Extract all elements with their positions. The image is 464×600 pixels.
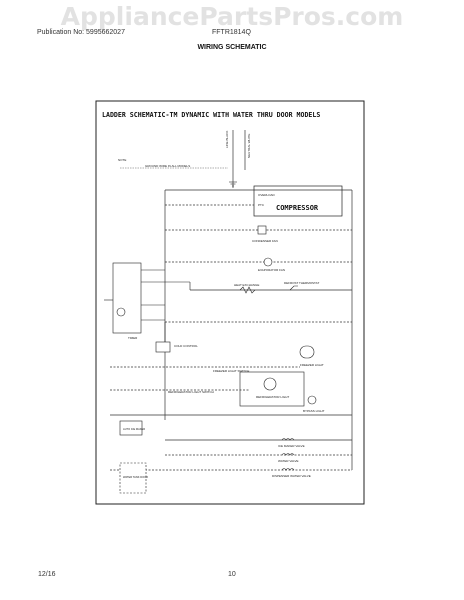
schematic-frame	[95, 100, 365, 505]
valve-coils	[281, 438, 295, 471]
model-number: FFTR1814Q	[212, 29, 251, 36]
evaporator-fan-symbol	[263, 257, 273, 267]
condenser-fan-label: CONDENSER FAN	[252, 239, 278, 243]
publication-number: Publication No: 5995662027	[37, 29, 125, 36]
ground-note-label: GROUND WIRE IN ALL MODELS	[145, 164, 190, 168]
watermark: AppliancePartsPros.com	[60, 2, 404, 31]
line-black-label: LINE BLACK	[225, 131, 229, 148]
auto-ice-maker-label: AUTO ICE MAKER	[123, 427, 145, 431]
auto-ice-maker-symbol	[119, 420, 143, 436]
timer-label: TIMER	[128, 336, 138, 340]
ladder-rungs	[110, 204, 352, 471]
water-tank-door-symbol	[119, 462, 147, 494]
freezer-light-symbol	[299, 345, 315, 359]
bypass-light-symbol	[307, 395, 317, 405]
defrost-thermostat-symbol	[289, 285, 298, 291]
water-tank-door-label: WATER TANK DOOR	[123, 475, 148, 479]
refrigerator-light-label: REFRIGERATOR LIGHT	[256, 395, 289, 399]
timer-motor-symbol	[116, 307, 126, 317]
bypass-light-label: BYPASS LIGHT	[303, 409, 325, 413]
neutral-white-label: NEUTRAL WHITE	[247, 134, 251, 158]
ground-symbol	[229, 181, 237, 187]
evaporator-fan-label: EVAPORATOR FAN	[258, 268, 285, 272]
freezer-light-label: FREEZER LIGHT	[300, 363, 324, 367]
compressor-box	[253, 185, 343, 217]
freezer-light-switch-label: FREEZER LIGHT SWITCH	[213, 369, 249, 373]
compressor-label: COMPRESSOR	[276, 204, 319, 212]
cold-control-label: COLD CONTROL	[174, 344, 198, 348]
timer-block	[104, 262, 191, 334]
dispenser-water-valve-label: DISPENSER WATER VALVE	[272, 474, 311, 478]
ptc-label: PTC	[258, 203, 265, 207]
defrost-heater-symbol	[239, 286, 256, 294]
note-label: NOTE	[118, 158, 126, 162]
condenser-fan-symbol	[257, 225, 267, 235]
refrigerator-light-switch-label: REFRIGERATOR LIGHT SWITCH	[168, 390, 214, 394]
refrigerator-light-symbol	[263, 377, 277, 391]
defrost-thermostat-label: DEFROST THERMOSTAT	[284, 281, 319, 285]
refrigerator-light-box	[239, 371, 305, 407]
water-valve-label: WATER VALVE	[278, 459, 299, 463]
power-lines	[164, 130, 353, 470]
overload-label: OVERLOAD	[258, 193, 276, 197]
ice-maker-valve-label: ICE MAKER VALVE	[278, 444, 305, 448]
heat-exchange-label: HEAT EXCHANGE	[234, 283, 259, 287]
footer-page-number: 10	[228, 571, 236, 578]
schematic-title: LADDER SCHEMATIC-TM DYNAMIC WITH WATER T…	[102, 111, 320, 119]
section-title: WIRING SCHEMATIC	[197, 44, 267, 51]
footer-date: 12/16	[38, 571, 56, 578]
cold-control-symbol	[155, 341, 171, 353]
